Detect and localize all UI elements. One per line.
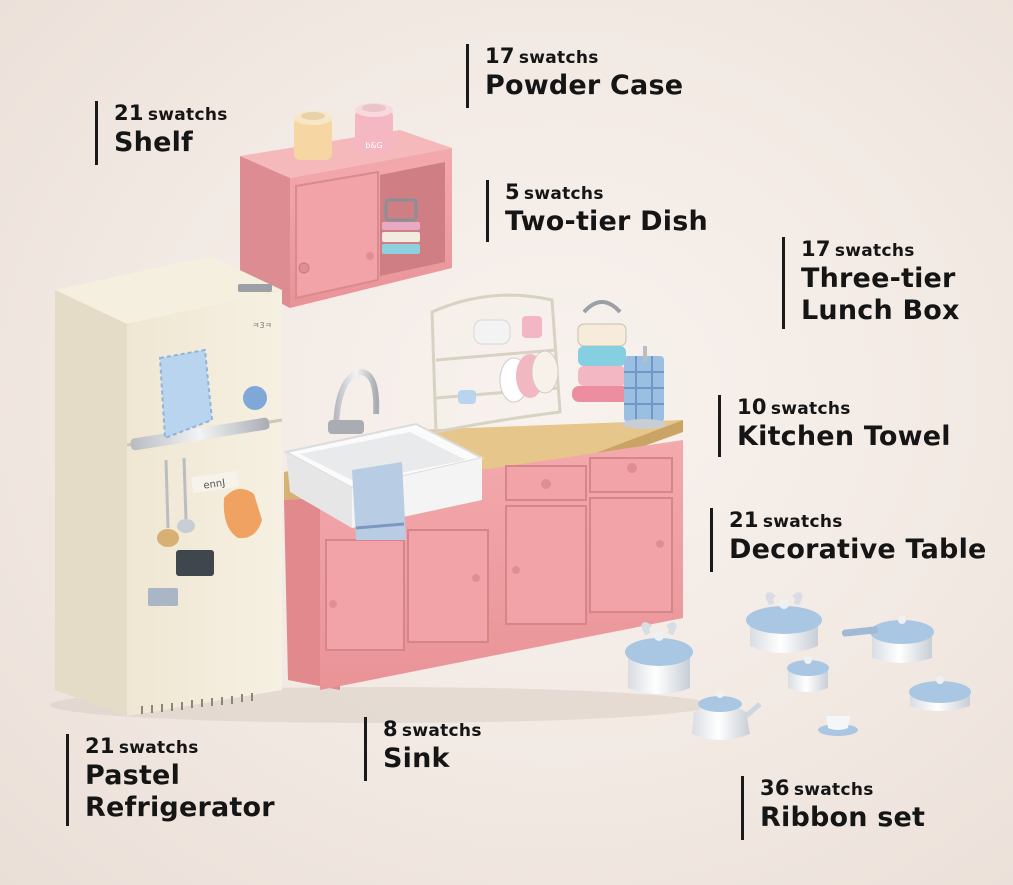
powder-case-unit: swatchs <box>518 48 599 68</box>
three-tier-lunch-box-count: 17 <box>801 237 831 261</box>
ribbon-set-name: Ribbon set <box>760 802 926 833</box>
powder-case-name: Powder Case <box>485 70 684 101</box>
sink-basin-illustration <box>283 368 485 540</box>
pastel-refrigerator-illustration: ㅋ3ㅋ ennJ <box>55 256 283 716</box>
three-tier-lunch-box-name: Three-tier Lunch Box <box>801 263 960 326</box>
svg-text:ㅋ3ㅋ: ㅋ3ㅋ <box>252 321 272 330</box>
powder-case-lettering: b&G <box>365 141 383 150</box>
ribbon-pot-medium <box>746 592 822 653</box>
decorative-table-name: Decorative Table <box>729 534 987 565</box>
sink-unit: swatchs <box>401 721 482 741</box>
dish-rack-contents <box>458 316 559 404</box>
decorative-table-unit: swatchs <box>762 512 843 532</box>
shelf-unit: swatchs <box>147 105 228 125</box>
ribbon-pot-large <box>625 622 693 694</box>
ribbon-teacup <box>818 716 858 736</box>
shelf-name: Shelf <box>114 127 193 158</box>
three-tier-lunch-box-illustration <box>572 300 630 402</box>
pastel-refrigerator-count: 21 <box>85 734 115 758</box>
pastel-refrigerator-unit: swatchs <box>118 738 199 758</box>
ribbon-set-count: 36 <box>760 776 790 800</box>
ribbon-set-illustration <box>625 592 971 740</box>
three-tier-lunch-box-unit: swatchs <box>834 241 915 261</box>
kitchen-towel-illustration <box>622 346 666 429</box>
two-tier-dish-unit: swatchs <box>523 184 604 204</box>
ribbon-saucepan <box>841 616 934 663</box>
shelf-count: 21 <box>114 101 144 125</box>
powder-case-yellow <box>294 111 332 160</box>
kitchen-towel-unit: swatchs <box>770 399 851 419</box>
two-tier-dish-name: Two-tier Dish <box>505 206 708 237</box>
kitchen-towel-count: 10 <box>737 395 767 419</box>
sink-count: 8 <box>383 717 398 741</box>
kitchen-towel-name: Kitchen Towel <box>737 421 951 452</box>
two-tier-dish-count: 5 <box>505 180 520 204</box>
ribbon-set-unit: swatchs <box>793 780 874 800</box>
pastel-refrigerator-name: Pastel Refrigerator <box>85 760 275 823</box>
sink-name: Sink <box>383 743 450 774</box>
ribbon-shallow-pan <box>909 676 971 711</box>
ribbon-small-pot <box>787 656 829 692</box>
svg-text:ennJ: ennJ <box>203 478 226 492</box>
ribbon-kettle <box>692 690 762 740</box>
powder-case-pink: b&G <box>355 103 393 154</box>
wall-shelf <box>240 130 452 308</box>
powder-case-count: 17 <box>485 44 515 68</box>
decorative-table-count: 21 <box>729 508 759 532</box>
